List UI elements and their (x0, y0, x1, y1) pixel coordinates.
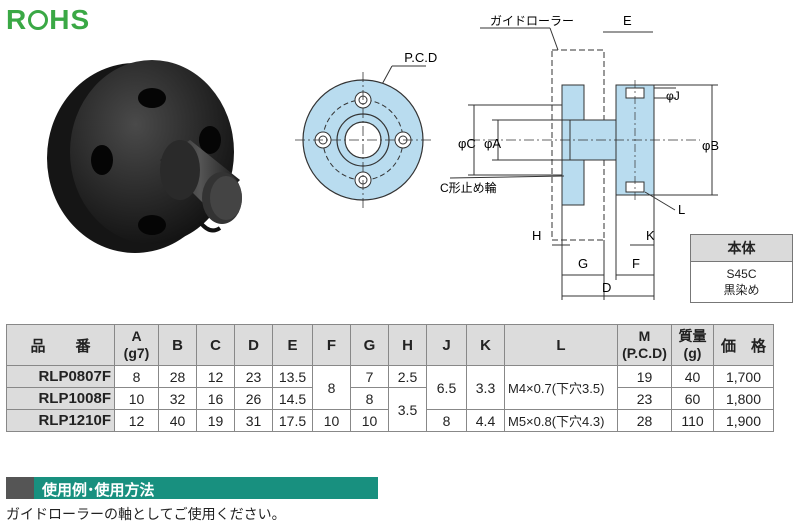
dim-c-label: φC (458, 136, 476, 151)
cell-mass: 60 (671, 387, 714, 410)
material-line2: 黒染め (723, 283, 760, 297)
cell-j: 8 (426, 409, 467, 432)
product-photo (47, 60, 242, 253)
dim-b-label: φB (702, 138, 719, 153)
material-box: 本体 S45C 黒染め (690, 234, 793, 303)
dim-d-label: D (602, 280, 611, 295)
table-row: RLP1210F 12 40 19 31 17.5 10 10 8 4.4 M5… (6, 409, 774, 432)
cell-d: 26 (234, 387, 273, 410)
usage-title: 使用例･使用方法 (42, 482, 155, 499)
cell-h: 3.5 (388, 387, 427, 432)
dim-a-label: φA (484, 136, 501, 151)
cell-m: 23 (617, 387, 672, 410)
side-view-drawing: ガイドローラー E φJ φB φC φA C形止め輪 L H K G F (440, 13, 719, 300)
c-ring-label: C形止め輪 (440, 180, 497, 195)
cell-m: 19 (617, 365, 672, 388)
part-number: RLP1008F (6, 387, 115, 410)
cell-g: 8 (350, 387, 389, 410)
cell-f: 8 (312, 365, 351, 410)
cell-h: 2.5 (388, 365, 427, 388)
header-part-no: 品 番 (6, 324, 115, 366)
dim-k-label: K (646, 228, 655, 243)
cell-e: 17.5 (272, 409, 313, 432)
cell-price: 1,900 (713, 409, 774, 432)
cell-mass: 110 (671, 409, 714, 432)
cell-b: 40 (158, 409, 197, 432)
cell-k: 3.3 (466, 365, 505, 410)
cell-d: 23 (234, 365, 273, 388)
cell-a: 8 (114, 365, 159, 388)
header-price: 価 格 (713, 324, 774, 366)
header-c: C (196, 324, 235, 366)
cell-g: 10 (350, 409, 389, 432)
cell-mass: 40 (671, 365, 714, 388)
cell-f: 10 (312, 409, 351, 432)
cell-k: 4.4 (466, 409, 505, 432)
cell-c: 16 (196, 387, 235, 410)
header-k: K (466, 324, 505, 366)
table-row: RLP1008F 10 32 16 26 14.5 8 3.5 23 60 1,… (6, 387, 774, 432)
header-l: L (504, 324, 618, 366)
header-b: B (158, 324, 197, 366)
usage-description: ガイドローラーの軸としてご使用ください。 (6, 506, 286, 522)
cell-price: 1,700 (713, 365, 774, 388)
spec-table: 品 番 A(g7) B C D E F G H J K L M(P.C.D) 質… (6, 324, 774, 432)
table-header-row: 品 番 A(g7) B C D E F G H J K L M(P.C.D) 質… (6, 324, 774, 366)
header-h: H (388, 324, 427, 366)
header-f: F (312, 324, 351, 366)
cell-j: 6.5 (426, 365, 467, 410)
cell-b: 28 (158, 365, 197, 388)
cell-a: 12 (114, 409, 159, 432)
material-header: 本体 (691, 235, 792, 262)
cell-l: M4×0.7(下穴3.5) (504, 365, 618, 410)
dim-l-label: L (678, 202, 685, 217)
cell-c: 12 (196, 365, 235, 388)
cell-d: 31 (234, 409, 273, 432)
pcd-label: P.C.D M (404, 50, 440, 65)
header-e: E (272, 324, 313, 366)
guide-roller-label: ガイドローラー (490, 14, 574, 28)
part-number: RLP1210F (6, 409, 115, 432)
dim-h-label: H (532, 228, 541, 243)
dim-f-label: F (632, 256, 640, 271)
material-line1: S45C (726, 267, 757, 281)
cell-c: 19 (196, 409, 235, 432)
header-g: G (350, 324, 389, 366)
header-d: D (234, 324, 273, 366)
cell-g: 7 (350, 365, 389, 388)
usage-section-header: 使用例･使用方法 (6, 477, 378, 499)
header-j: J (426, 324, 467, 366)
header-a: A(g7) (114, 324, 159, 366)
dim-g-label: G (578, 256, 588, 271)
table-row: RLP0807F 8 28 12 23 13.5 8 7 2.5 6.5 3.3… (6, 365, 774, 410)
cell-e: 13.5 (272, 365, 313, 388)
front-view-drawing: P.C.D M (295, 50, 440, 208)
cell-l: M5×0.8(下穴4.3) (504, 409, 618, 432)
header-m: M(P.C.D) (617, 324, 672, 366)
cell-price: 1,800 (713, 387, 774, 410)
cell-a: 10 (114, 387, 159, 410)
dim-e-label: E (623, 13, 632, 28)
cell-m: 28 (617, 409, 672, 432)
header-mass: 質量(g) (671, 324, 714, 366)
part-number: RLP0807F (6, 365, 115, 388)
cell-b: 32 (158, 387, 197, 410)
dim-j-label: φJ (666, 89, 680, 103)
cell-e: 14.5 (272, 387, 313, 410)
